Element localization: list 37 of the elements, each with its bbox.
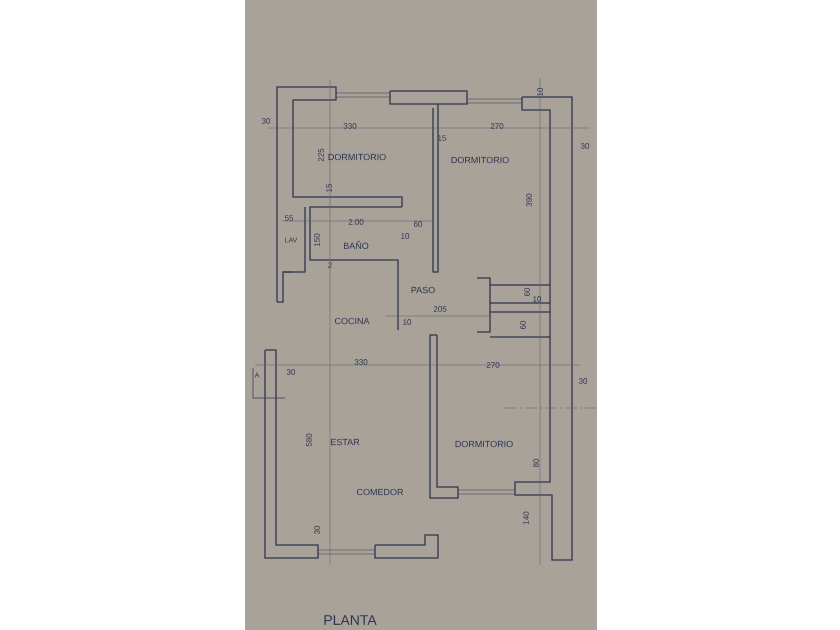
room-label: ESTAR [331, 438, 360, 446]
dimension-label: 2 [328, 262, 332, 268]
room-label: DORMITORIO [452, 156, 509, 164]
dimension-label: 580 [306, 434, 312, 446]
room-label: COMEDOR [356, 488, 404, 496]
room-label: BAÑO [344, 241, 368, 249]
dimension-label: 225 [318, 148, 324, 162]
dimension-label: 30 [286, 369, 296, 375]
dimension-label: 390 [526, 194, 532, 206]
dimension-label: 330 [354, 359, 368, 365]
dimension-label: 205 [434, 306, 446, 312]
dimension-label: 15 [438, 135, 446, 141]
room-label: DORMITORIO [328, 154, 386, 160]
dimension-label: 150 [314, 234, 320, 246]
dimension-label: 60 [414, 221, 422, 227]
title-label: PLANTA [324, 615, 377, 625]
dimension-label: 10 [537, 88, 543, 96]
dimension-label: 55 [284, 215, 294, 221]
dimension-label: 15 [326, 184, 332, 192]
dimension-label: 60 [524, 288, 530, 296]
room-label: COCINA [334, 318, 370, 324]
dimension-label: 270 [486, 362, 500, 368]
dimension-label: 270 [490, 123, 504, 129]
dimension-label: 30 [262, 118, 270, 124]
dimension-label: 10 [401, 233, 410, 239]
dimension-label: 60 [520, 320, 526, 330]
dimension-label: 2.00 [348, 219, 364, 225]
dimension-label: 30 [314, 526, 320, 534]
dimension-label: 10 [533, 296, 542, 302]
dimension-label: 30 [580, 143, 590, 149]
dimension-label: 140 [523, 512, 529, 524]
dimension-label: 30 [578, 378, 588, 384]
room-label: PASO [412, 286, 435, 294]
dimension-label: 80 [533, 458, 539, 468]
dimension-label: 330 [344, 123, 356, 129]
dimension-label: 10 [403, 319, 412, 325]
room-label: DORMITORIO [456, 440, 513, 448]
